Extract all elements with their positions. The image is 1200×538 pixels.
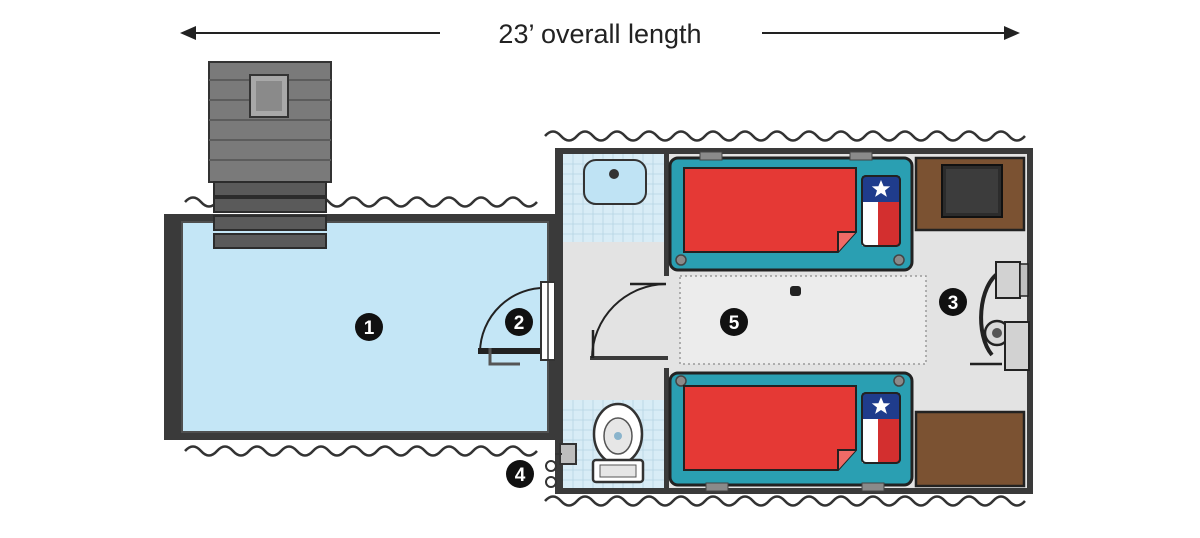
callout-3: 3 [939, 288, 967, 316]
stair-step-1 [213, 181, 327, 197]
cabinet-top [914, 156, 1026, 232]
cabin [545, 148, 1033, 494]
arrow-right-icon [1004, 26, 1020, 40]
center-aisle [679, 275, 927, 365]
toilet [591, 402, 645, 484]
callout-2: 2 [505, 308, 533, 336]
partition-top [664, 154, 669, 276]
texas-flag-icon [861, 175, 901, 247]
texas-flag-icon [861, 392, 901, 464]
wave-bottom-right [544, 495, 1026, 507]
sink-fixture [970, 261, 1030, 371]
partition-bottom [664, 368, 669, 488]
svg-text:3: 3 [948, 293, 959, 314]
callout-4: 4 [506, 460, 534, 488]
wash-basin [583, 159, 647, 205]
basin-drain [609, 169, 619, 179]
fixture-upper-unit [995, 261, 1021, 299]
svg-text:4: 4 [515, 465, 526, 486]
star-icon [871, 397, 891, 414]
exterior-valves [545, 443, 577, 488]
svg-text:5: 5 [729, 313, 740, 334]
length-dimension: 23’ overall length [180, 19, 1020, 49]
mattress-lower [683, 385, 857, 471]
door-handle [488, 348, 520, 366]
fixture-hose [979, 270, 1002, 357]
bunk-upper [668, 151, 914, 272]
floor-drain [790, 286, 801, 296]
bunk-lower [668, 371, 914, 492]
fixture-lower-unit [1004, 321, 1030, 371]
cabinet-bottom [914, 410, 1026, 488]
star-icon [871, 180, 891, 197]
valve-1 [545, 460, 557, 472]
callout-5: 5 [720, 308, 748, 336]
wave-top-right [544, 130, 1026, 142]
arrow-left-icon [180, 26, 196, 40]
partition-door-sill [590, 356, 668, 360]
callout-1: 1 [355, 313, 383, 341]
svg-text:2: 2 [514, 313, 525, 334]
stair-step-2 [213, 197, 327, 213]
length-label: 23’ overall length [498, 19, 701, 49]
wave-bottom-left [184, 445, 538, 457]
door-swing-arc [479, 286, 549, 353]
door-leaf [478, 348, 548, 354]
hatch-door [478, 281, 556, 366]
valve-2 [545, 476, 557, 488]
svg-text:1: 1 [364, 318, 375, 339]
mattress-upper [683, 167, 857, 253]
